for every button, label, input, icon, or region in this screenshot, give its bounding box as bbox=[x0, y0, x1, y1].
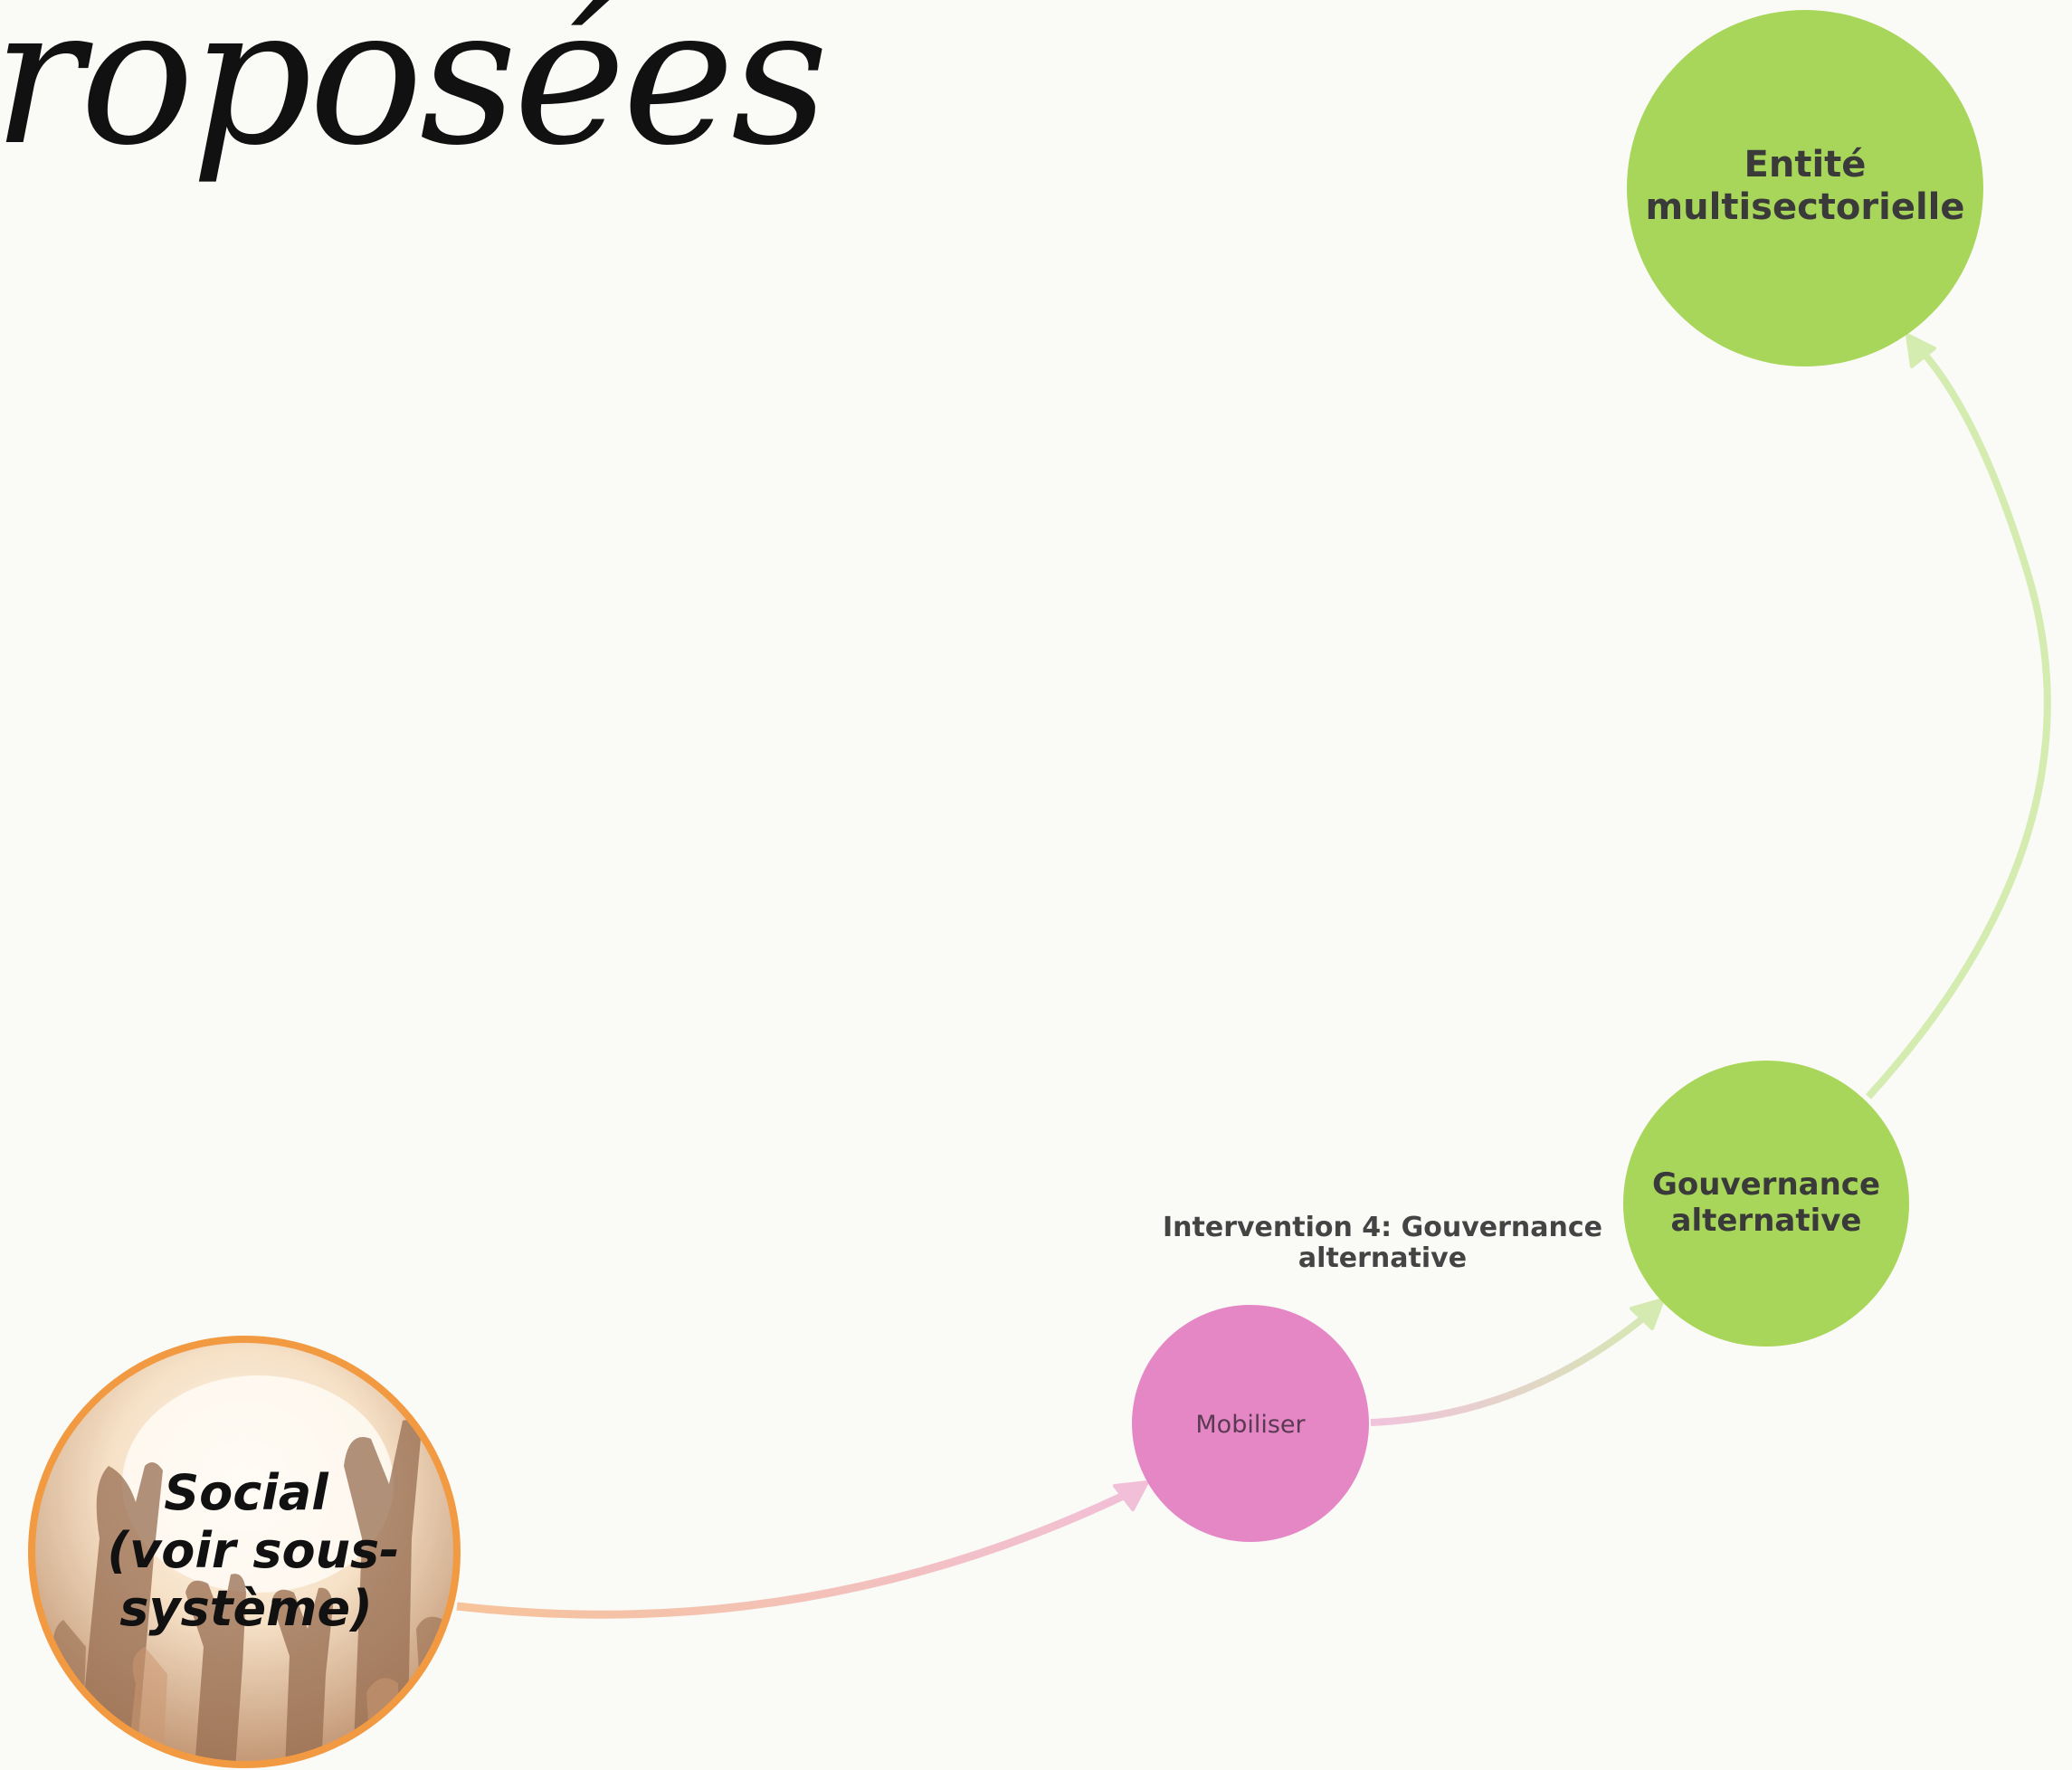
node-label-line2: multisectorielle bbox=[1645, 186, 1964, 228]
edge-label-intervention: Intervention 4: Gouvernance alternative bbox=[1163, 1212, 1602, 1274]
arrowhead-icon bbox=[1630, 1298, 1665, 1330]
node-label: Mobiliser bbox=[1195, 1411, 1306, 1439]
node-label-line2: alternative bbox=[1671, 1203, 1862, 1239]
page-title: roposées bbox=[0, 0, 829, 187]
node-circle bbox=[1132, 1305, 1369, 1542]
node-ring bbox=[28, 1336, 461, 1768]
node-entite-multisectorielle[interactable]: Entité multisectorielle bbox=[1627, 10, 1983, 366]
node-gouvernance-alternative[interactable]: Gouvernance alternative bbox=[1623, 1061, 1909, 1347]
edge-social-to-mobiliser bbox=[456, 1480, 1149, 1619]
node-mobiliser[interactable]: Mobiliser bbox=[1132, 1305, 1369, 1542]
edge-gouvernance-to-entite bbox=[1866, 333, 2051, 1099]
raised-hands-photo bbox=[33, 1341, 455, 1763]
node-label-line1: Social bbox=[164, 1464, 329, 1521]
edge-label-line1: Intervention 4: Gouvernance bbox=[1163, 1212, 1602, 1243]
node-label-line1: Gouvernance bbox=[1652, 1166, 1880, 1203]
node-social[interactable]: Social (voir sous- système) bbox=[27, 1335, 461, 1769]
edge-label-line2: alternative bbox=[1298, 1242, 1467, 1274]
node-label-line2: (voir sous- bbox=[107, 1522, 399, 1579]
arrowhead-icon bbox=[1113, 1480, 1149, 1511]
node-circle bbox=[1623, 1061, 1909, 1347]
arrowhead-icon bbox=[1906, 333, 1936, 368]
node-circle bbox=[1627, 10, 1983, 366]
edge-mobiliser-to-gouvernance bbox=[1370, 1298, 1665, 1426]
node-label-line1: Entité bbox=[1744, 144, 1867, 186]
node-label-line3: système) bbox=[119, 1580, 373, 1637]
